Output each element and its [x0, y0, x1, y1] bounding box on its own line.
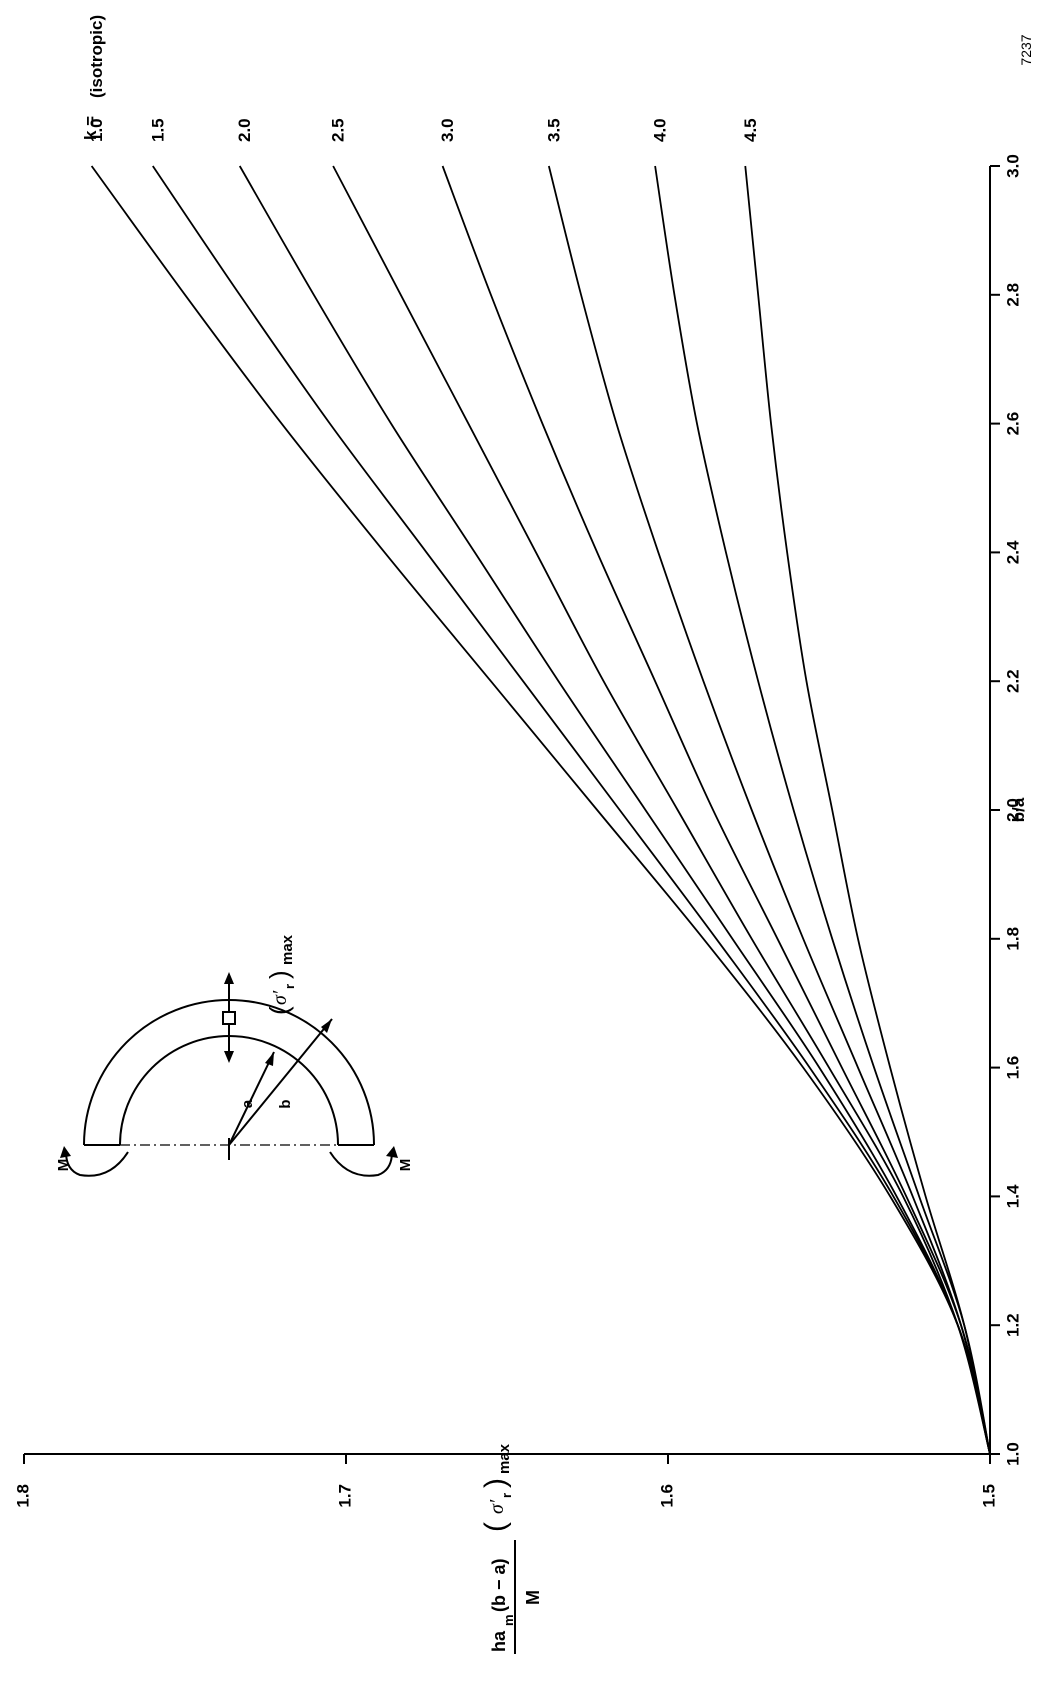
- moment-label-left: M: [55, 1159, 72, 1172]
- svg-text:(: (: [264, 1006, 294, 1015]
- curve-k-3.0: [441, 165, 991, 1455]
- x-tick-label: 1.4: [1003, 1184, 1022, 1208]
- curve-label-k-3.0: 3.0: [438, 118, 457, 142]
- curve-label-k-2.5: 2.5: [329, 118, 348, 142]
- stress-arrowhead-up: [224, 972, 234, 984]
- x-tick-label: 2.0: [1003, 798, 1022, 822]
- legend-title: k =: [81, 116, 100, 140]
- moment-arrowhead-left: [60, 1146, 71, 1158]
- curve-label-k-4.5: 4.5: [741, 118, 760, 142]
- x-tick-label: 1.6: [1003, 1056, 1022, 1080]
- curve-label-isotropic: (isotropic): [87, 15, 106, 98]
- x-tick-label: 2.2: [1003, 669, 1022, 693]
- y-label-denominator: M: [523, 1590, 543, 1605]
- curve-label-k-4.0: 4.0: [651, 118, 670, 142]
- curve-label-k-2.0: 2.0: [235, 118, 254, 142]
- curve-label-k-3.5: 3.5: [544, 118, 563, 142]
- x-axis-label: b/a: [1009, 797, 1028, 822]
- y-label-paren-open: (: [479, 1522, 512, 1532]
- y-axis-label: ha m (b − a) M σ′ r ( ) max: [479, 1443, 543, 1654]
- radius-b-arrow: [228, 1018, 333, 1146]
- moment-arrow-right: [329, 1151, 393, 1177]
- stress-element: [222, 1011, 236, 1025]
- curve-label-k-1.0: 1.0: [87, 118, 106, 142]
- x-tick-label: 1.8: [1003, 927, 1022, 951]
- curve-k-2.0: [238, 165, 991, 1455]
- x-tick-label: 2.6: [1003, 412, 1022, 436]
- curve-k-1.0: [90, 165, 991, 1455]
- stress-label: ( σ′ r ) max: [264, 934, 297, 1015]
- inset-diagram: a b ( σ′ r ) max M M: [55, 934, 414, 1177]
- svg-text:r: r: [282, 984, 297, 989]
- y-tick-label: 1.7: [335, 1484, 354, 1508]
- radius-b-label: b: [277, 1099, 294, 1108]
- radius-a-arrowhead: [265, 1052, 274, 1066]
- radius-a-arrow: [228, 1051, 275, 1146]
- x-tick-label: 3.0: [1003, 154, 1022, 178]
- stress-arrowhead-down: [224, 1051, 234, 1063]
- y-label-sigma-sub: r: [499, 1493, 514, 1498]
- y-label-paren: (b − a): [489, 1558, 509, 1612]
- curve-label-k-1.5: 1.5: [148, 118, 167, 142]
- y-ticks: 1.5 1.6 1.7 1.8: [13, 1454, 998, 1508]
- moment-arrow-left: [65, 1151, 129, 1177]
- x-tick-label: 2.8: [1003, 283, 1022, 307]
- figure-id: 7237: [1018, 34, 1034, 65]
- curves: [90, 165, 991, 1455]
- y-label-ha-sub: m: [501, 1614, 516, 1626]
- y-tick-label: 1.6: [657, 1484, 676, 1508]
- y-label-paren-close: ): [479, 1478, 512, 1488]
- curve-labels: 1.0 (isotropic) 1.5 2.0 2.5 3.0 3.5 4.0 4.5: [87, 15, 760, 142]
- x-tick-label: 1.2: [1003, 1313, 1022, 1337]
- moment-arrowhead-right: [386, 1146, 398, 1158]
- radius-b-arrowhead: [321, 1019, 332, 1033]
- y-label-ha: ha: [489, 1630, 509, 1652]
- curve-k-4.5: [744, 165, 991, 1455]
- curve-k-4.0: [654, 165, 991, 1455]
- x-ticks: 1.0 1.2 1.4 1.6 1.8 2.0 2.2 2.4 2.6 2.8 3.0: [990, 154, 1022, 1466]
- x-tick-label: 1.0: [1003, 1442, 1022, 1466]
- curve-k-3.5: [547, 165, 991, 1455]
- curve-k-2.5: [332, 165, 991, 1455]
- moment-label-right: M: [397, 1159, 414, 1172]
- svg-text:σ′: σ′: [269, 990, 291, 1005]
- radius-a-label: a: [239, 1099, 256, 1108]
- svg-text:): ): [264, 970, 294, 979]
- y-label-max: max: [496, 1443, 513, 1474]
- x-tick-label: 2.4: [1003, 540, 1022, 564]
- y-tick-label: 1.8: [13, 1484, 32, 1508]
- y-label-sigma: σ′: [486, 1499, 508, 1514]
- y-tick-label: 1.5: [979, 1484, 998, 1508]
- svg-text:max: max: [279, 934, 296, 965]
- curve-k-1.5: [152, 165, 991, 1455]
